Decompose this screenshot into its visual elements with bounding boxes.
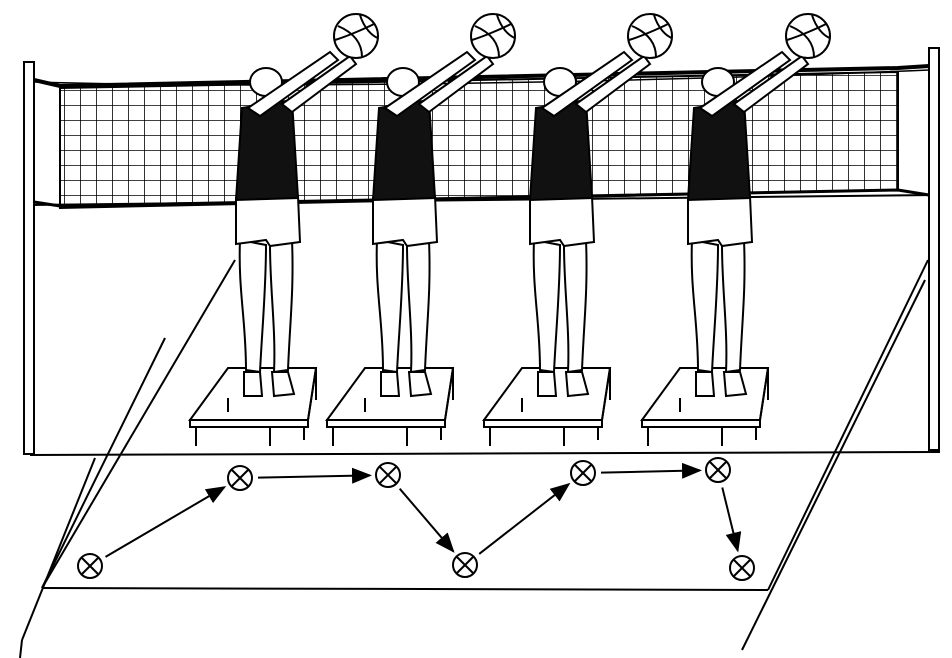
- shoe-left: [380, 371, 401, 397]
- volleyball-4: [785, 13, 831, 59]
- player-legs: [375, 238, 433, 398]
- route-marker-1: [77, 553, 103, 579]
- volleyball-net: [33, 64, 930, 210]
- court-right-sideline: [767, 259, 929, 591]
- player-arms: [698, 50, 810, 118]
- route-marker-7: [729, 555, 755, 581]
- shoe-right: [722, 371, 748, 398]
- player-legs: [238, 238, 296, 398]
- shoe-left: [537, 371, 558, 397]
- player-legs: [532, 238, 590, 398]
- net-bottom-band: [33, 188, 930, 208]
- player-jersey: [528, 98, 594, 202]
- player-2: [325, 13, 516, 446]
- route-marker-6: [705, 457, 731, 483]
- shoe-left: [243, 371, 264, 397]
- player-jersey: [371, 98, 437, 202]
- route-arrow-5: [600, 462, 703, 479]
- player-arms: [246, 50, 358, 118]
- route-arrow-1: [105, 486, 227, 558]
- shoe-right: [407, 371, 433, 398]
- route-arrow-6: [721, 487, 742, 553]
- court-bottom-line: [19, 639, 23, 658]
- net-top-cable: [33, 69, 930, 86]
- player-arms: [383, 50, 495, 118]
- court: [19, 194, 941, 658]
- route-arrow-4: [478, 482, 571, 555]
- net-posts: [23, 47, 940, 455]
- net-mesh: [59, 70, 899, 210]
- volleyball-3: [627, 13, 673, 59]
- player-jersey: [234, 98, 300, 202]
- court-floor-back-line: [29, 451, 941, 456]
- player-shorts: [687, 194, 754, 248]
- volleyball-1: [333, 13, 379, 59]
- player-legs: [690, 238, 748, 398]
- player-jersey: [686, 98, 752, 202]
- player-shorts: [529, 194, 596, 248]
- player-1: [188, 13, 379, 446]
- movement-route: [77, 457, 755, 581]
- shoe-left: [695, 371, 716, 397]
- right-net-post: [928, 47, 940, 451]
- shoe-right: [270, 371, 296, 398]
- route-marker-4: [452, 552, 478, 578]
- route-arrow-3: [398, 488, 455, 553]
- player-arms: [540, 50, 652, 118]
- court-back-left-sideline: [41, 337, 166, 589]
- player-shorts: [235, 194, 302, 248]
- volleyball-2: [470, 13, 516, 59]
- shoe-right: [564, 371, 590, 398]
- route-marker-2: [227, 465, 253, 491]
- player-4: [640, 13, 831, 446]
- court-near-left-line: [21, 457, 96, 641]
- route-arrow-2: [257, 467, 373, 484]
- court-right-outer-line: [741, 279, 926, 651]
- route-marker-3: [375, 462, 401, 488]
- left-net-post: [23, 61, 35, 455]
- court-left-sideline: [41, 259, 236, 589]
- route-marker-5: [570, 460, 596, 486]
- court-attack-line: [41, 587, 769, 591]
- player-shorts: [372, 194, 439, 248]
- players-group: [188, 13, 831, 446]
- player-3: [482, 13, 673, 446]
